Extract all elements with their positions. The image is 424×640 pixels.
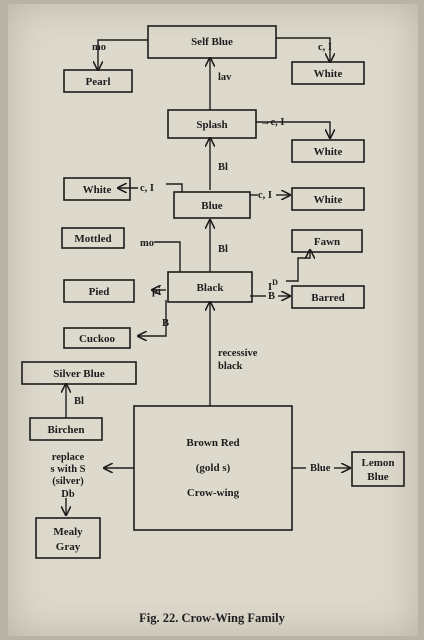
label-lav: lav bbox=[218, 72, 232, 83]
box-blue-label: Blue bbox=[201, 200, 223, 212]
box-mealy-gray: Mealy Gray bbox=[35, 517, 101, 559]
label-recessive-black: black bbox=[218, 361, 243, 372]
label-mo-top: mo bbox=[92, 42, 106, 53]
box-black: Black bbox=[167, 271, 253, 303]
box-cuckoo-label: Cuckoo bbox=[79, 333, 116, 345]
label-blue-lemon: Blue bbox=[310, 463, 331, 474]
box-lemon-blue: Lemon Blue bbox=[351, 451, 405, 487]
box-white-top-label: White bbox=[314, 68, 343, 80]
label-splash-c-i: →c, I bbox=[260, 117, 285, 128]
box-white-left-label: White bbox=[83, 184, 112, 196]
box-white-splash-label: White bbox=[314, 146, 343, 158]
box-brown-red-label-2: (gold s) bbox=[196, 462, 231, 474]
box-pearl-label: Pearl bbox=[85, 76, 110, 88]
label-b-barred: B bbox=[268, 291, 275, 302]
box-silver-blue: Silver Blue bbox=[21, 361, 137, 385]
box-splash: Splash bbox=[167, 109, 257, 139]
box-birchen: Birchen bbox=[29, 417, 103, 441]
box-mottled-label: Mottled bbox=[74, 233, 111, 245]
box-silver-blue-label: Silver Blue bbox=[53, 368, 105, 380]
box-fawn: Fawn bbox=[291, 229, 363, 253]
label-bl-blue: Bl bbox=[218, 244, 228, 255]
label-i-d: ID bbox=[268, 278, 278, 293]
box-mealy-gray-label-1: Mealy bbox=[53, 526, 83, 538]
box-brown-red-label-1: Brown Red bbox=[186, 437, 239, 449]
box-brown-red-label-3: Crow-wing bbox=[187, 487, 240, 499]
box-white-blue-label: White bbox=[314, 194, 343, 206]
label-b-cuckoo: B bbox=[162, 318, 169, 329]
box-splash-label: Splash bbox=[196, 119, 227, 131]
box-pied: Pied bbox=[63, 279, 135, 303]
box-barred: Barred bbox=[291, 285, 365, 309]
box-brown-red: Brown Red (gold s) Crow-wing bbox=[133, 405, 293, 531]
line-selfblue-white bbox=[276, 37, 330, 62]
box-white-top: White bbox=[291, 61, 365, 85]
label-bl-silver: Bl bbox=[74, 396, 84, 407]
label-white-c-i: c, I bbox=[140, 183, 154, 194]
box-pearl: Pearl bbox=[63, 69, 133, 93]
box-mottled: Mottled bbox=[61, 227, 125, 249]
box-cuckoo: Cuckoo bbox=[63, 327, 131, 349]
figure-caption: Fig. 22. Crow-Wing Family bbox=[139, 611, 285, 625]
box-white-blue: White bbox=[291, 187, 365, 211]
label-replace-1: replace bbox=[52, 452, 85, 463]
label-replace-3: (silver) bbox=[52, 476, 84, 487]
line-black-fawn bbox=[286, 250, 310, 282]
box-lemon-blue-label-2: Blue bbox=[367, 471, 389, 483]
label-c-i-top: c, I bbox=[318, 42, 332, 53]
label-db: Db bbox=[61, 489, 75, 500]
line-black-cuckoo bbox=[138, 300, 167, 336]
box-white-splash: White bbox=[291, 139, 365, 163]
label-pi: pi bbox=[152, 286, 161, 297]
box-fawn-label: Fawn bbox=[314, 236, 340, 248]
box-barred-label: Barred bbox=[311, 292, 344, 304]
line-black-mottled bbox=[154, 241, 181, 272]
label-blue-c-i: c, I bbox=[258, 190, 272, 201]
line-blue-whiteleft bbox=[166, 183, 183, 192]
label-bl-splash: Bl bbox=[218, 162, 228, 173]
line-splash-white bbox=[256, 121, 330, 138]
line-selfblue-pearl bbox=[98, 39, 148, 70]
box-black-label: Black bbox=[197, 282, 225, 294]
label-mo-mid: mo bbox=[140, 238, 154, 249]
box-blue: Blue bbox=[173, 191, 251, 219]
box-self-blue-label: Self Blue bbox=[191, 36, 233, 48]
box-white-left: White bbox=[63, 177, 131, 201]
label-replace-2: s with S bbox=[50, 464, 85, 475]
box-pied-label: Pied bbox=[89, 286, 110, 298]
label-recessive: recessive bbox=[218, 348, 258, 359]
box-mealy-gray-label-2: Gray bbox=[56, 541, 81, 553]
box-lemon-blue-label-1: Lemon bbox=[362, 457, 395, 469]
box-self-blue: Self Blue bbox=[147, 25, 277, 59]
box-birchen-label: Birchen bbox=[47, 424, 84, 436]
label-i-d-superscript: D bbox=[272, 278, 278, 287]
